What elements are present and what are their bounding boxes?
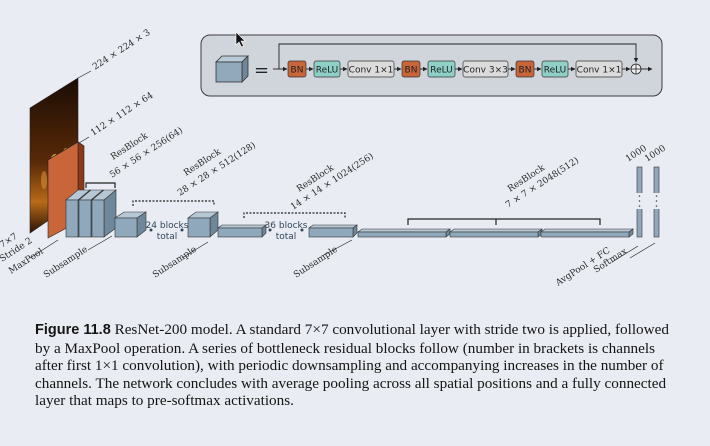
stage1-blocks: [65, 189, 117, 238]
node-conv1x1-1: Conv 1×1: [347, 60, 395, 78]
subsample-label-1: Subsample: [42, 245, 90, 281]
stage3-first-block: [217, 224, 267, 238]
skip-connection: [278, 43, 639, 69]
subsample-label-3: Subsample: [292, 245, 340, 281]
node-relu-2: ReLU: [427, 60, 456, 78]
svg-text:ReLU: ReLU: [544, 66, 567, 76]
stage2-first-block: [114, 211, 147, 238]
dim-label-conv: 112 × 112 × 64: [89, 91, 155, 139]
stage1-block: [91, 189, 117, 238]
node-relu-3: ReLU: [541, 60, 569, 78]
node-bn-1: BN: [287, 60, 307, 78]
bottleneck-panel: = BN ReLU Conv 1×1 BN: [200, 34, 663, 97]
svg-text:Conv 1×1: Conv 1×1: [349, 66, 394, 76]
block-cube-icon: [215, 55, 249, 83]
dim-label-fc2: 1000: [643, 144, 668, 165]
fc-bar-1: [636, 166, 643, 238]
svg-text:Conv 1×1: Conv 1×1: [577, 66, 622, 76]
node-bn-3: BN: [515, 60, 535, 78]
svg-text:BN: BN: [291, 66, 304, 76]
svg-text:ReLU: ReLU: [430, 66, 453, 76]
blocks-count-24: 24 blocks: [146, 221, 189, 231]
fc-bar-2: [653, 166, 660, 238]
blocks-total-label-2: total: [276, 232, 297, 242]
subsample-label-2: Subsample: [151, 245, 199, 281]
caption-label: Figure 11.8: [35, 322, 111, 338]
stage4-block: [540, 228, 634, 238]
figure-caption: Figure 11.8 ResNet-200 model. A standard…: [35, 321, 675, 410]
dim-label-input: 224 × 224 × 3: [91, 28, 153, 73]
node-conv3x3: Conv 3×3: [462, 60, 509, 78]
node-conv1x1-2: Conv 1×1: [575, 60, 623, 78]
stage2-last-block: [187, 211, 219, 238]
blocks-total-label-1: total: [157, 232, 178, 242]
caption-text: ResNet-200 model. A standard 7×7 convolu…: [35, 321, 669, 410]
resnet-diagram: = BN ReLU Conv 1×1 BN: [0, 28, 668, 289]
stage4-block: [357, 228, 451, 238]
sum-node-icon: [630, 63, 642, 75]
svg-text:BN: BN: [405, 66, 418, 76]
node-bn-2: BN: [401, 60, 421, 78]
blocks-count-36: 36 blocks: [265, 221, 308, 231]
mouse-cursor-icon: [235, 31, 246, 48]
node-relu-1: ReLU: [313, 60, 341, 78]
svg-text:ReLU: ReLU: [316, 66, 339, 76]
svg-text:Conv 3×3: Conv 3×3: [463, 66, 508, 76]
equals-sign: =: [254, 60, 269, 81]
stage4-block: [449, 228, 543, 238]
svg-text:BN: BN: [519, 66, 532, 76]
stage3-last-block: [308, 224, 358, 238]
